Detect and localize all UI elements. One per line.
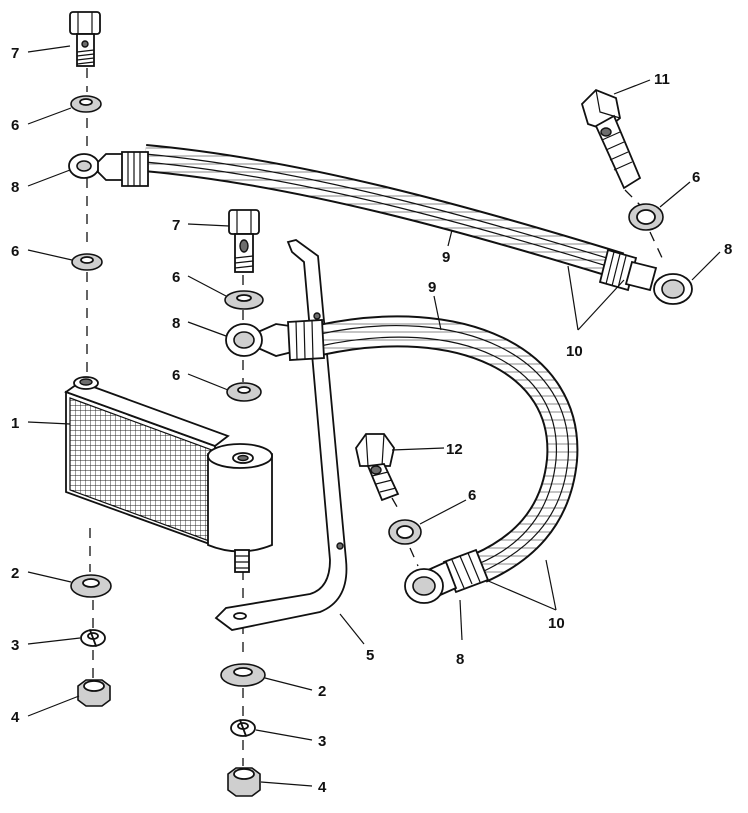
washer-6-middle-upper	[224, 290, 264, 310]
label-8-lower: 8	[456, 651, 464, 668]
label-8-middle: 8	[172, 315, 180, 332]
banjo-bolt-upper-left	[69, 11, 101, 67]
label-6-middle-upper: 6	[172, 269, 180, 286]
hose-upper-end-fitting-left	[97, 151, 149, 187]
washer-6-upper-left	[70, 95, 102, 113]
label-8-upper-left: 8	[11, 179, 19, 196]
label-7-middle: 7	[172, 217, 180, 234]
banjo-bolt-11	[580, 88, 642, 190]
label-2-middle: 2	[318, 683, 326, 700]
label-4-left: 4	[11, 709, 20, 726]
washer-6-middle-lower	[226, 382, 262, 402]
banjo-fitting-upper-left	[68, 153, 100, 179]
spring-washer-3-left	[80, 629, 106, 647]
hose-upper-end-fitting-right	[598, 248, 658, 292]
spring-washer-3-middle	[230, 719, 256, 737]
hose-lower-end-fitting-top	[257, 319, 325, 361]
label-6-right-lower: 6	[468, 487, 476, 504]
hose-upper	[143, 144, 625, 280]
label-6-right-upper: 6	[692, 169, 700, 186]
banjo-fitting-upper-right	[653, 273, 693, 305]
banjo-bolt-12	[355, 433, 400, 502]
nut-4-middle	[227, 767, 261, 797]
leader-lines	[27, 45, 721, 787]
label-6-mid-left: 6	[11, 243, 19, 260]
nut-4-left	[77, 679, 111, 707]
label-10-lower: 10	[548, 615, 565, 632]
label-9-lower-hose: 9	[428, 279, 436, 296]
banjo-bolt-middle	[228, 209, 260, 273]
label-1-oil-cooler: 1	[11, 415, 19, 432]
hose-lower	[316, 315, 579, 583]
oil-cooler-radiator	[64, 376, 273, 573]
banjo-fitting-lower	[404, 568, 444, 604]
banjo-fitting-middle	[225, 323, 263, 357]
washer-2-middle	[220, 663, 266, 687]
callout-labels: 7 6 8 6 1 2 3 4 7 6 8 6 9 9 11 6 8 10 12…	[11, 45, 732, 796]
label-10-upper: 10	[566, 343, 583, 360]
label-12: 12	[446, 441, 463, 458]
label-7-upper-left: 7	[11, 45, 19, 62]
assembly-centerlines	[86, 68, 665, 766]
label-3-left: 3	[11, 637, 19, 654]
label-6-upper-left: 6	[11, 117, 19, 134]
label-11: 11	[654, 71, 670, 88]
label-9-upper-hose: 9	[442, 249, 450, 266]
washer-2-left	[70, 574, 112, 598]
washer-6-right-lower	[388, 519, 422, 545]
washer-6-right-upper	[628, 203, 664, 231]
label-4-middle: 4	[318, 779, 327, 796]
label-5-bracket: 5	[366, 647, 374, 664]
label-6-middle-lower: 6	[172, 367, 180, 384]
label-2-left: 2	[11, 565, 19, 582]
label-8-upper-right: 8	[724, 241, 732, 258]
washer-6-mid-left	[71, 253, 103, 271]
label-3-middle: 3	[318, 733, 326, 750]
